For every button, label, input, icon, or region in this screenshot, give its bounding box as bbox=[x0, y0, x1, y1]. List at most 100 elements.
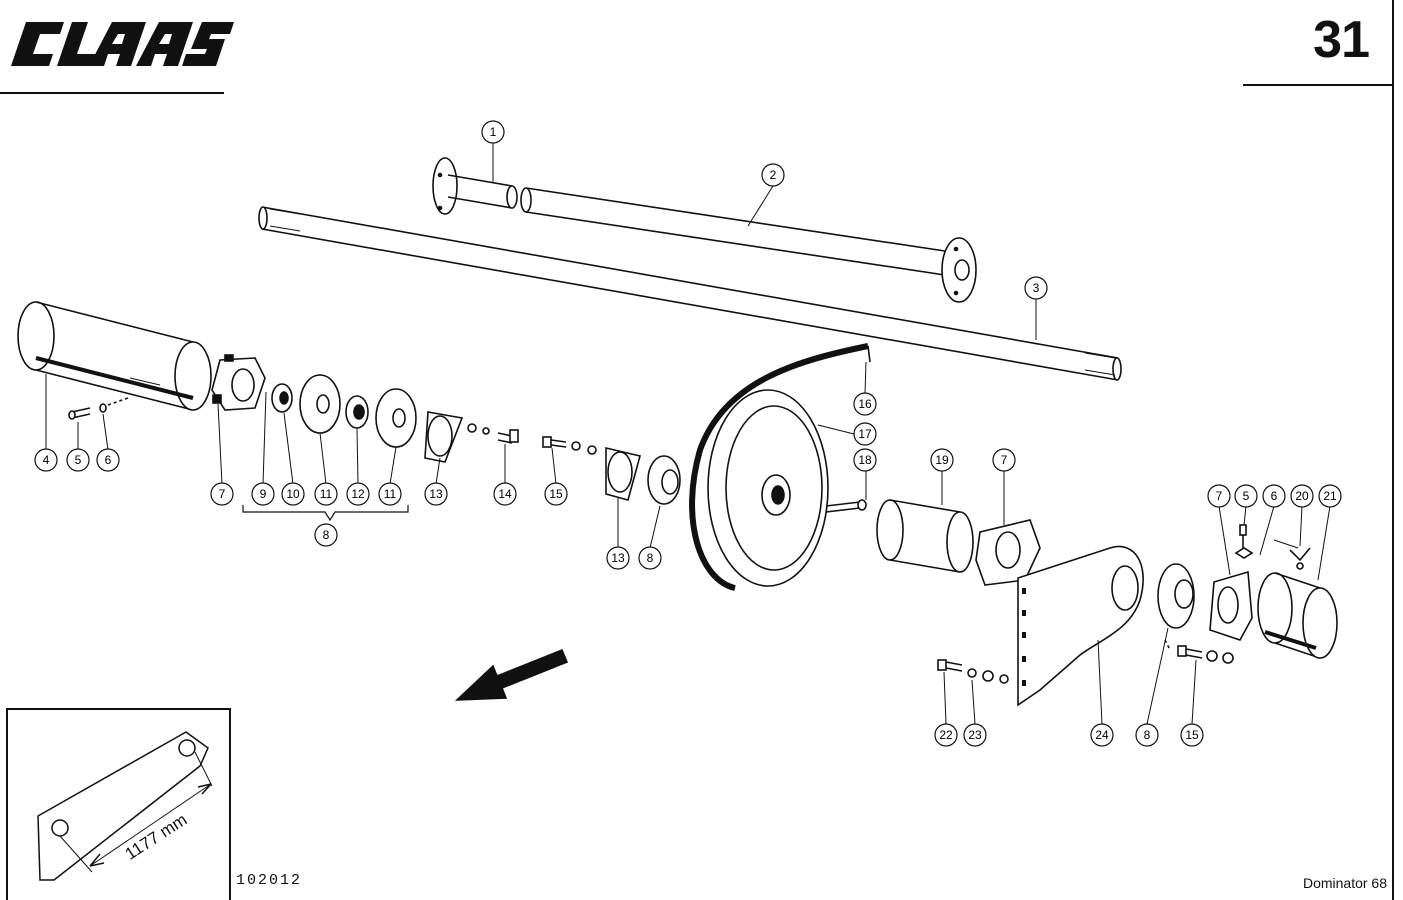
part-3-splined-shaft bbox=[258, 206, 1122, 381]
callout-number: 18 bbox=[858, 453, 872, 467]
callout-number: 15 bbox=[549, 487, 563, 501]
bearing-ring-parts-left bbox=[271, 374, 417, 448]
callout-circle bbox=[1318, 484, 1342, 508]
page-number: 31 bbox=[1313, 11, 1370, 69]
callout-circle bbox=[1207, 484, 1231, 508]
callout-number: 10 bbox=[286, 487, 300, 501]
callout-circle bbox=[761, 163, 785, 187]
callout-number: 12 bbox=[351, 487, 365, 501]
part-5-6-screw-washer-right bbox=[1234, 524, 1254, 559]
callout-circle bbox=[1135, 723, 1159, 747]
callout-number: 11 bbox=[384, 487, 397, 501]
callout-circle bbox=[1090, 723, 1114, 747]
part-16-belt bbox=[689, 343, 871, 591]
callout-circle bbox=[1234, 484, 1258, 508]
part-18-bolt bbox=[825, 499, 867, 513]
callout-circle bbox=[96, 448, 120, 472]
part-1-tube-flange bbox=[432, 157, 518, 215]
callout-number: 11 bbox=[320, 487, 333, 501]
callout-circle bbox=[34, 448, 58, 472]
callout-number: 15 bbox=[1185, 728, 1199, 742]
callout-number: 13 bbox=[611, 551, 625, 565]
callout-number: 17 bbox=[858, 427, 872, 441]
header-rule-right bbox=[1243, 84, 1393, 86]
part-8-flange-bearing-right bbox=[1157, 563, 1195, 629]
part-2-tube-flange bbox=[520, 187, 977, 303]
part-13-cover-plate-mid bbox=[605, 446, 641, 501]
callout-number: 3 bbox=[1033, 281, 1040, 295]
part-22-23-bolt-washer bbox=[937, 659, 1009, 684]
callout-number: 5 bbox=[1243, 489, 1250, 503]
callout-circle bbox=[210, 482, 234, 506]
callout-circle bbox=[251, 482, 275, 506]
callout-number: 22 bbox=[939, 728, 953, 742]
callout-number: 23 bbox=[968, 728, 982, 742]
part-13-cover-plate-left bbox=[424, 411, 464, 463]
callout-number: 8 bbox=[323, 528, 330, 542]
part-15-bolt-left bbox=[542, 436, 597, 455]
part-21-cylinder-right bbox=[1257, 572, 1338, 659]
part-8-flange-bearing-mid bbox=[647, 455, 681, 505]
callout-circle bbox=[930, 448, 954, 472]
callout-number: 6 bbox=[105, 453, 112, 467]
callout-number: 5 bbox=[75, 453, 82, 467]
frame-border-right bbox=[1392, 0, 1394, 900]
callout-circle bbox=[281, 482, 305, 506]
callout-circle bbox=[424, 482, 448, 506]
callout-number: 20 bbox=[1295, 489, 1309, 503]
callout-number: 7 bbox=[1216, 489, 1223, 503]
callout-circle bbox=[638, 546, 662, 570]
part-4-cylinder bbox=[17, 301, 212, 411]
callout-circle bbox=[544, 482, 568, 506]
callout-number: 13 bbox=[429, 487, 443, 501]
callout-number: 2 bbox=[770, 168, 777, 182]
callout-circle bbox=[853, 392, 877, 416]
callout-circle bbox=[992, 448, 1016, 472]
direction-arrow bbox=[454, 648, 569, 701]
callout-number: 7 bbox=[1001, 453, 1008, 467]
callout-circle bbox=[963, 723, 987, 747]
part-drawings bbox=[17, 157, 1338, 707]
callout-circle bbox=[606, 546, 630, 570]
callout-number: 7 bbox=[219, 487, 226, 501]
callout-number: 9 bbox=[260, 487, 267, 501]
callout-number: 19 bbox=[935, 453, 949, 467]
part-19-sleeve bbox=[876, 499, 974, 573]
claas-logo bbox=[11, 22, 234, 66]
callout-number: 4 bbox=[43, 453, 50, 467]
callout-circle bbox=[346, 482, 370, 506]
part-20-wing-nut bbox=[1289, 547, 1311, 570]
callout-number: 1 bbox=[490, 125, 497, 139]
callout-circle bbox=[378, 482, 402, 506]
inset-detail-box bbox=[6, 708, 231, 900]
callout-number: 8 bbox=[647, 551, 654, 565]
callout-number: 14 bbox=[498, 487, 512, 501]
callout-circle bbox=[1262, 484, 1286, 508]
part-7-bearing-housing-right bbox=[1209, 570, 1253, 641]
callout-circle bbox=[66, 448, 90, 472]
callout-circle bbox=[493, 482, 517, 506]
callout-circle bbox=[934, 723, 958, 747]
callout-circle bbox=[853, 448, 877, 472]
callout-circle bbox=[314, 482, 338, 506]
callout-number: 24 bbox=[1095, 728, 1109, 742]
callout-leaders bbox=[45, 142, 1331, 725]
part-24-bracket bbox=[1017, 545, 1144, 707]
part-14-bolt-nuts bbox=[467, 423, 519, 444]
callout-circle bbox=[1024, 276, 1048, 300]
callout-circle bbox=[1180, 723, 1204, 747]
group-8-bracket bbox=[242, 505, 409, 522]
callout-number: 8 bbox=[1144, 728, 1151, 742]
inset-detail-drawing: 1177 mm bbox=[37, 731, 213, 881]
drawing-number: 102012 bbox=[236, 872, 303, 889]
screw-5-washer-6-left bbox=[68, 397, 129, 420]
callout-number: 21 bbox=[1323, 489, 1337, 503]
header-rule-left bbox=[0, 92, 224, 94]
part-7-bearing-housing-left bbox=[211, 354, 266, 411]
model-name: Dominator 68 bbox=[1302, 875, 1387, 891]
callout-circle bbox=[853, 422, 877, 446]
part-17-pulley bbox=[707, 389, 829, 587]
callout-number: 16 bbox=[858, 397, 872, 411]
